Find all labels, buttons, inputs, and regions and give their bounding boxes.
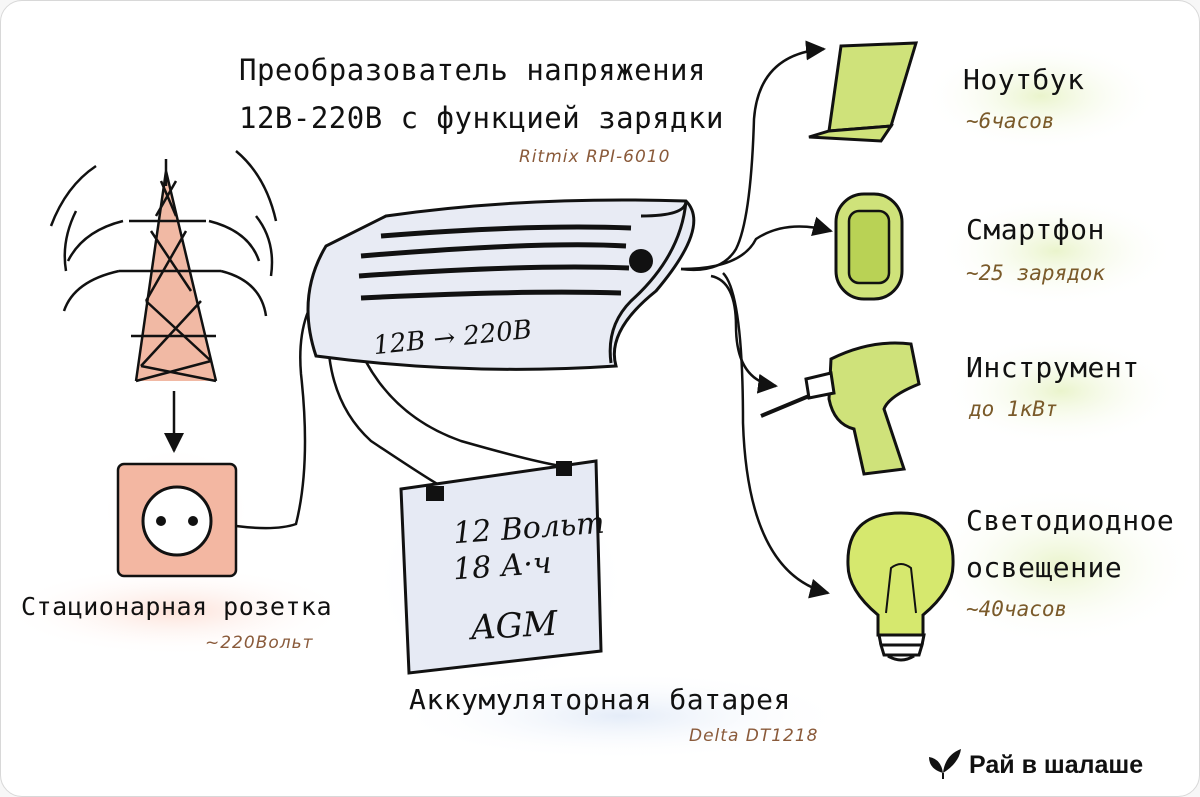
lightbulb-icon <box>846 511 955 662</box>
laptop-glow <box>921 41 1161 151</box>
outlet-glow <box>1 566 351 656</box>
device-light-name: Светодиодное <box>966 504 1175 537</box>
battery-label-type: AGM <box>470 603 559 649</box>
outlet-title: Стационарная розетка <box>21 592 333 621</box>
battery-icon <box>399 459 603 675</box>
wire-to-light <box>722 272 830 599</box>
device-smartphone-sub: ~25 зарядок <box>966 261 1106 285</box>
light-glow <box>921 486 1199 646</box>
device-smartphone-name: Смартфон <box>966 213 1105 246</box>
inverter-title-line1: Преобразователь напряжения <box>239 53 706 87</box>
wire-to-smartphone <box>680 216 833 271</box>
battery-label-capacity: 18 А·ч <box>451 545 553 588</box>
device-laptop-name: Ноутбук <box>963 63 1085 96</box>
device-laptop-sub: ~6часов <box>966 109 1055 133</box>
device-light-name-line2: освещение <box>966 551 1123 584</box>
drill-icon <box>760 341 921 476</box>
brand-name: Рай в шалаше <box>969 751 1144 779</box>
outlet-sub: ~220Вольт <box>205 633 314 653</box>
device-tool-name: Инструмент <box>966 351 1140 384</box>
leaf-icon <box>929 749 961 779</box>
inverter-icon <box>306 198 696 371</box>
device-tool-sub: до 1кВт <box>969 397 1058 421</box>
battery-model: Delta DT1218 <box>689 726 819 746</box>
wire-to-tool <box>710 274 778 394</box>
device-light-sub: ~40часов <box>966 597 1068 621</box>
smartphone-glow <box>936 196 1176 306</box>
tool-glow <box>941 336 1181 446</box>
inverter-title-line2: 12В-220В с функцией зарядки <box>239 101 724 135</box>
inverter-model: Ritmix RPI-6010 <box>519 147 671 167</box>
battery-title: Аккумуляторная батарея <box>409 683 791 716</box>
power-tower-icon <box>49 150 278 383</box>
battery-glow <box>391 671 851 761</box>
wall-outlet-icon <box>116 462 238 578</box>
smartphone-icon <box>834 192 904 301</box>
laptop-icon <box>808 41 919 143</box>
